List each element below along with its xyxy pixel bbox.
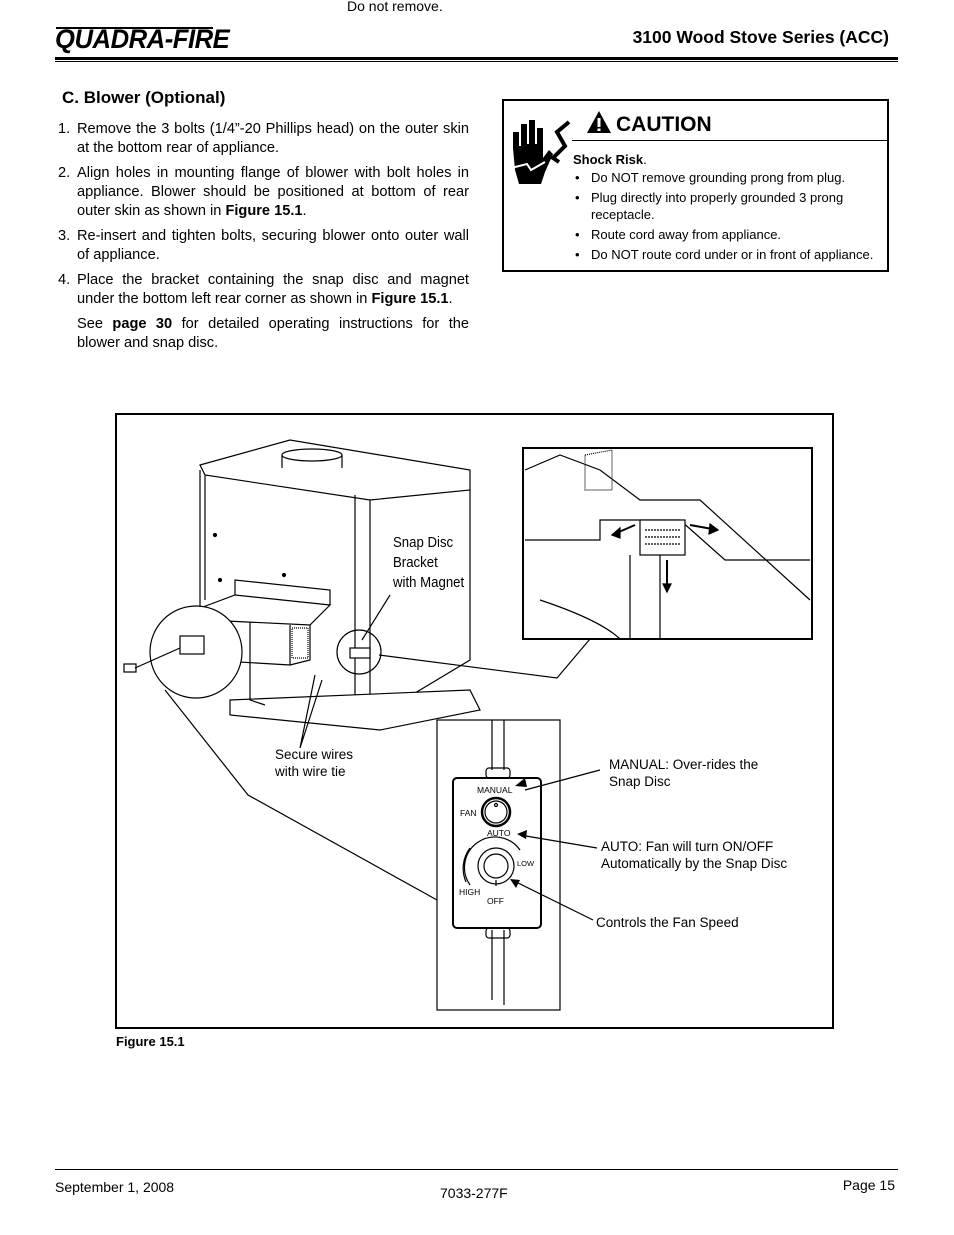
step-item: 3. Re-insert and tighten bolts, securing …	[58, 227, 469, 265]
label-line: with wire tie	[275, 764, 346, 779]
auto-callout: AUTO: Fan will turn ON/OFF Automatically…	[601, 838, 787, 872]
caution-bullet: Route cord away from appliance.	[573, 226, 891, 243]
warning-triangle-icon	[587, 111, 611, 133]
step-item: 4. Place the bracket containing the snap …	[58, 271, 469, 309]
step-number: 4.	[58, 272, 71, 288]
caution-title: CAUTION	[616, 113, 712, 136]
panel-auto-label: AUTO	[487, 828, 511, 838]
panel-leader	[164, 689, 438, 901]
label-line: Bracket	[393, 554, 438, 571]
step-text: Re-insert and tighten bolts, securing bl…	[77, 228, 469, 263]
plug-box	[179, 635, 205, 655]
label-line: MANUAL: Over-rides the	[609, 757, 759, 772]
label-line: AUTO: Fan will turn ON/OFF	[601, 839, 774, 854]
cut-off-text: Do not remove.	[347, 0, 443, 14]
arrowhead	[510, 879, 520, 888]
panel-fan-label: FAN	[460, 808, 477, 818]
step-text: Place the bracket containing the snap di…	[77, 272, 469, 307]
snap-disc-leader	[361, 594, 391, 641]
label-line: Automatically by the Snap Disc	[601, 856, 788, 871]
heading-text: Shock Risk	[573, 152, 644, 167]
step-number: 3.	[58, 228, 71, 244]
plug-icon	[123, 663, 137, 673]
snap-disc-label: Snap Disc Bracket with Magnet	[393, 533, 464, 593]
detail-circle-plug	[149, 605, 243, 699]
step-item: 1. Remove the 3 bolts (1/4”-20 Phillips h…	[58, 120, 469, 158]
manual-leader	[524, 769, 601, 791]
step-text: Align holes in mounting flange of blower…	[77, 165, 469, 219]
label-line: Snap Disc	[609, 774, 671, 789]
label-line: with Magnet	[393, 574, 465, 591]
step-number: 1.	[58, 121, 71, 137]
caution-header: CAUTION	[572, 101, 887, 141]
figure-frame	[115, 413, 834, 1029]
footer-rule	[55, 1169, 898, 1170]
wire-tie-leader	[299, 674, 323, 749]
logo-bar	[56, 27, 213, 29]
step-item: 2. Align holes in mounting flange of blow…	[58, 164, 469, 221]
caution-bullet: Do NOT remove grounding prong from plug.	[573, 169, 891, 186]
stove-drawing	[199, 439, 481, 731]
panel-off-label: OFF	[487, 896, 504, 906]
shock-hand-icon	[510, 120, 571, 184]
step-text: Remove the 3 bolts (1/4”-20 Phillips hea…	[77, 121, 469, 156]
footer-date: September 1, 2008	[55, 1179, 175, 1195]
manual-callout: MANUAL: Over-rides the Snap Disc	[609, 756, 758, 790]
detail-circle-snap-disc	[336, 629, 382, 675]
caution-bullet: Do NOT route cord under or in front of a…	[573, 246, 891, 263]
shock-risk-heading: Shock Risk.	[573, 152, 647, 167]
label-line: Secure wires	[275, 747, 354, 762]
speed-leader	[511, 879, 594, 921]
punct: .	[448, 291, 453, 307]
caution-bullet: Plug directly into properly grounded 3 p…	[573, 189, 891, 223]
footer-page-number: Page 15	[842, 1177, 895, 1193]
panel-high-label: HIGH	[459, 887, 481, 897]
quadra-fire-logo: QUADRA-FIRE	[55, 24, 230, 54]
snap-disc-bracket	[349, 647, 371, 659]
see-page-note: See page 30 for detailed operating instr…	[58, 315, 469, 353]
arrowhead	[517, 830, 527, 839]
inset-detail-drawing	[524, 449, 811, 640]
footer-doc-number: 7033-277F	[440, 1185, 508, 1201]
panel-manual-label: MANUAL	[477, 785, 513, 795]
header-rule-thin	[55, 61, 898, 62]
note-text: for detailed operating instructions for …	[77, 316, 469, 351]
figure-reference: Figure 15.1	[371, 291, 449, 307]
panel-low-label: LOW	[517, 859, 535, 868]
power-cord	[134, 647, 181, 669]
page-reference: page 30	[112, 316, 173, 332]
punct: .	[302, 203, 307, 219]
header-rule	[55, 57, 898, 60]
inset-leader	[378, 638, 591, 679]
control-panel-drawing	[452, 720, 542, 1005]
caution-bullets: Do NOT remove grounding prong from plug.…	[573, 169, 891, 266]
step-list: 1. Remove the 3 bolts (1/4”-20 Phillips h…	[58, 120, 469, 359]
step-number: 2.	[58, 165, 71, 181]
figure-reference: Figure 15.1	[225, 203, 303, 219]
label-line: Snap Disc	[393, 534, 454, 551]
figure-caption: Figure 15.1	[116, 1034, 185, 1049]
speed-callout: Controls the Fan Speed	[596, 915, 739, 930]
note-text: See	[77, 316, 113, 332]
section-title: C. Blower (Optional)	[62, 88, 226, 107]
secure-wires-label: Secure wires with wire tie	[275, 746, 353, 780]
header-title: 3100 Wood Stove Series (ACC)	[632, 27, 889, 47]
auto-leader	[519, 834, 598, 849]
arrowhead	[515, 778, 527, 787]
punct: .	[643, 152, 647, 167]
caution-box: CAUTION Shock Risk. Do NOT remove ground…	[502, 99, 889, 272]
